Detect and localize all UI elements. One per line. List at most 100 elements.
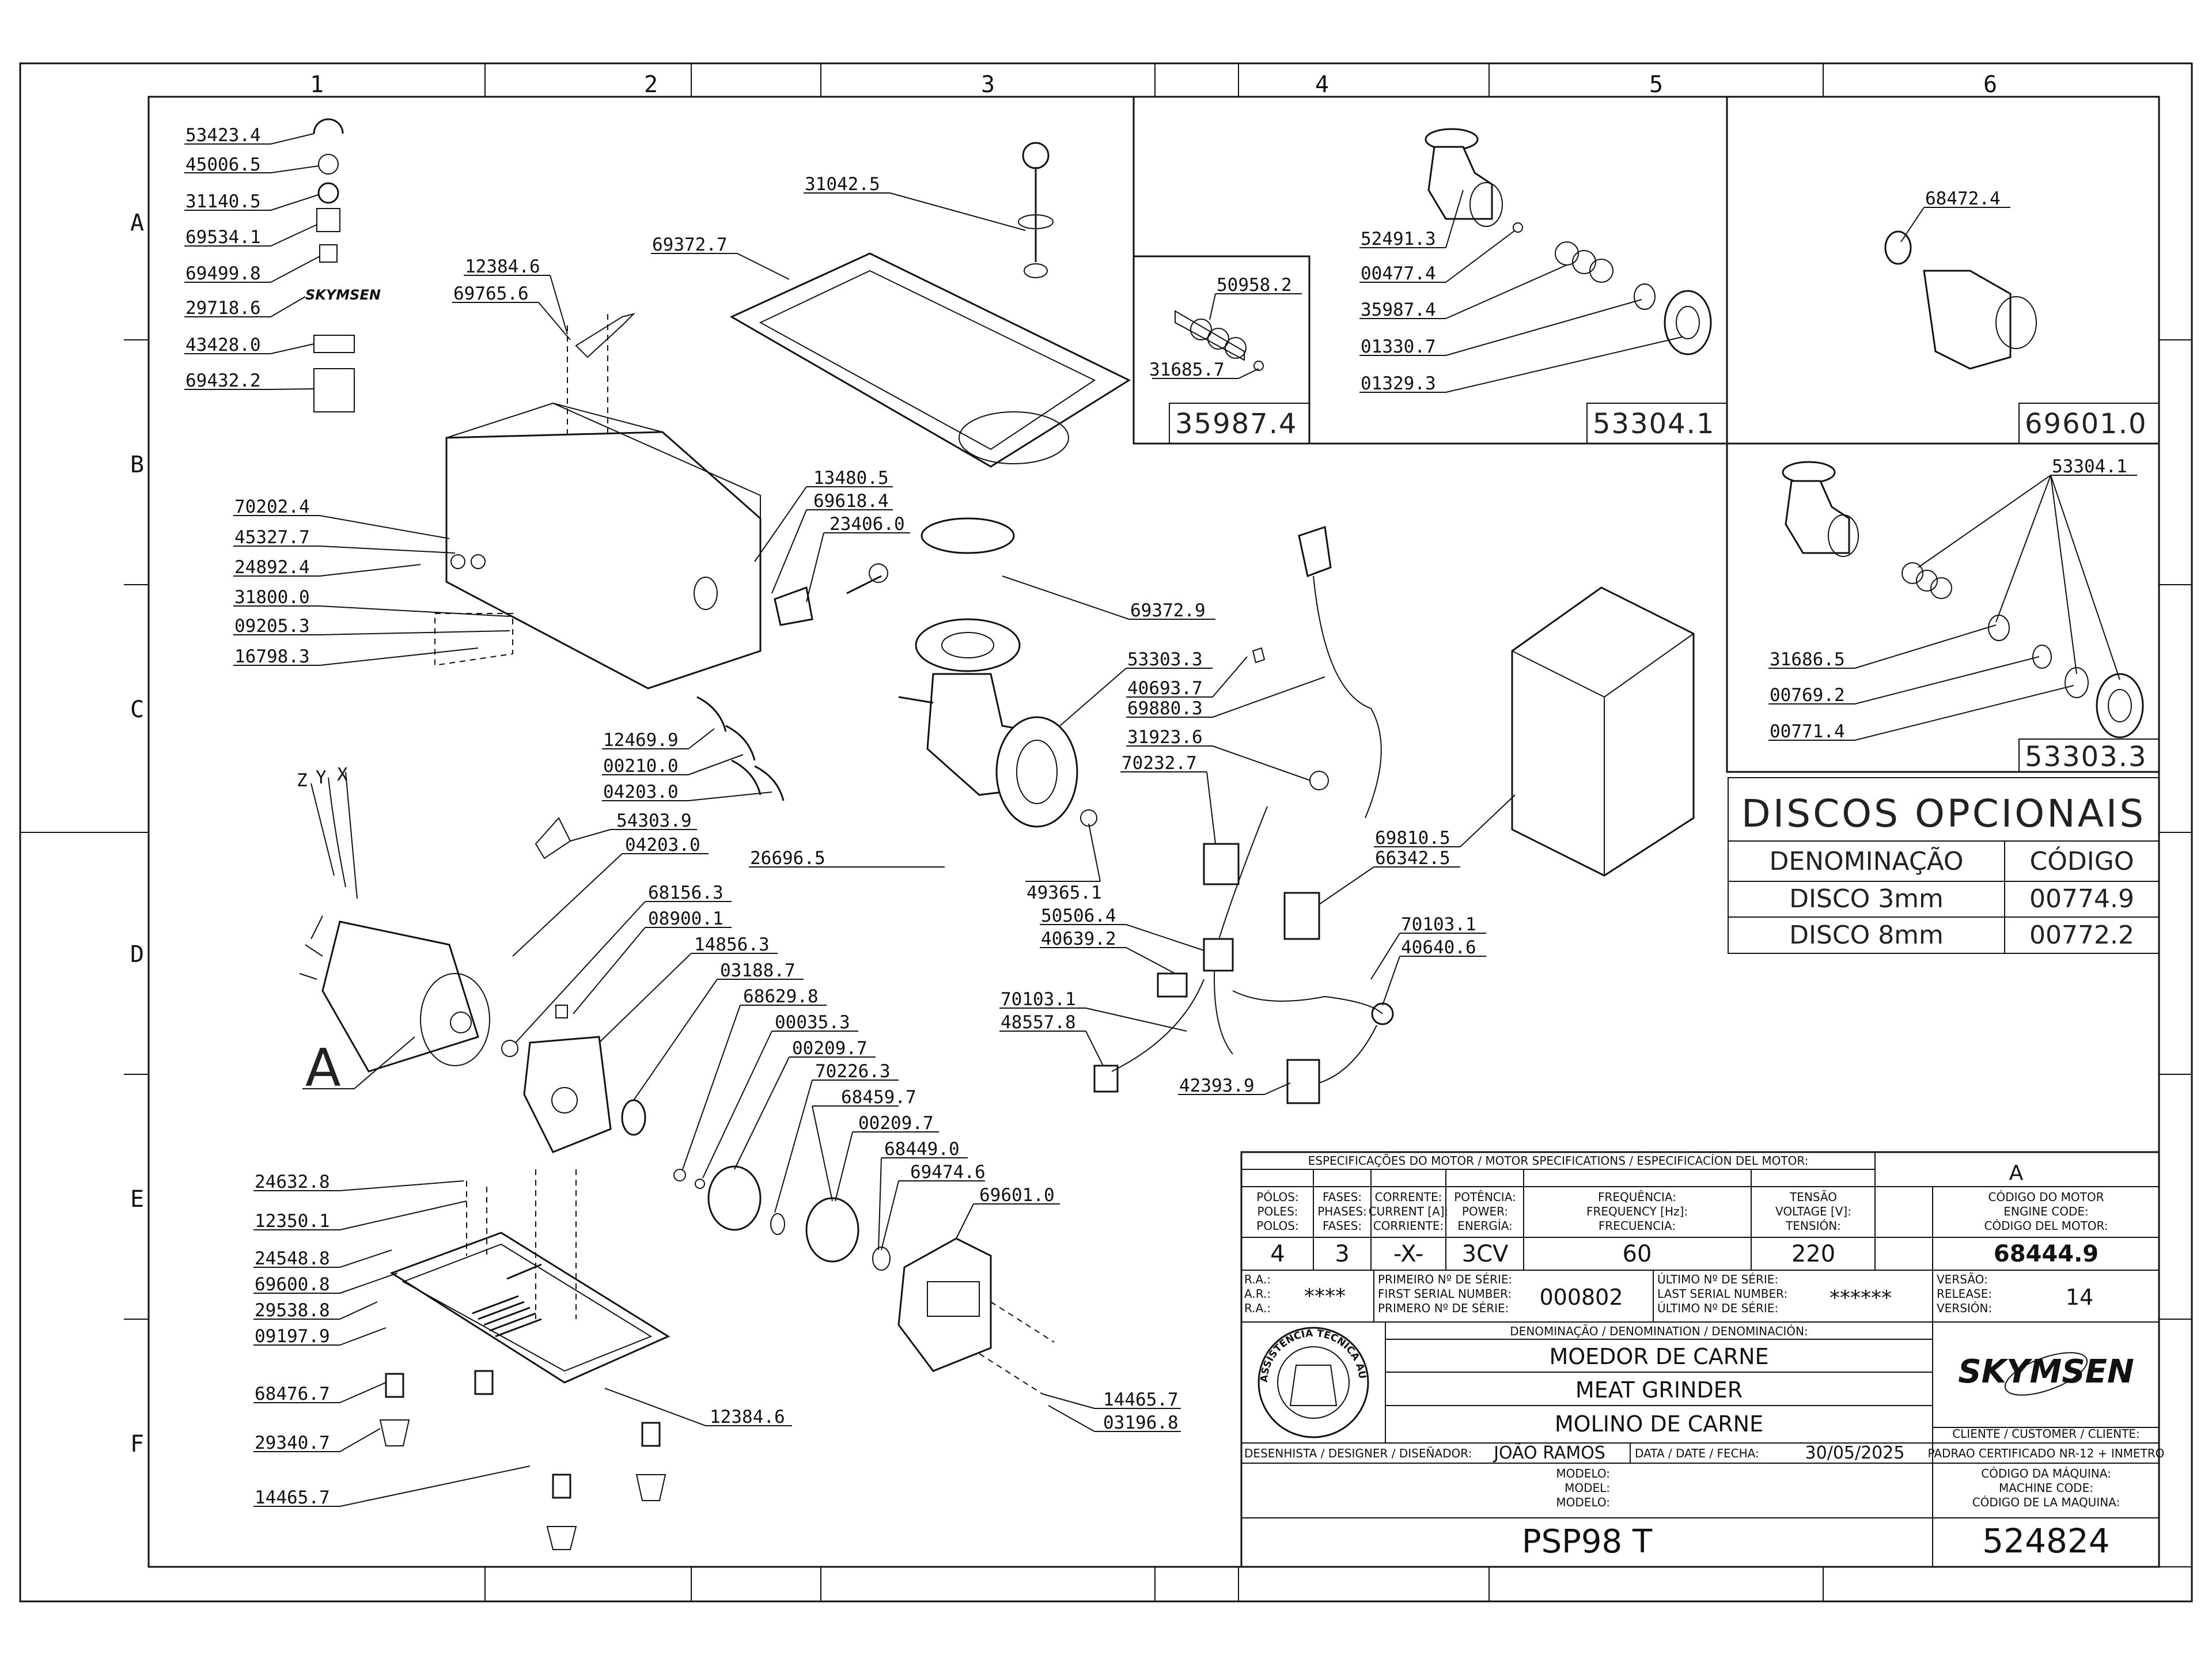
part-number: 09197.9: [255, 1326, 330, 1347]
col-header: FASES:: [1323, 1219, 1362, 1233]
last-serial-label: ÚLTIMO Nº DE SÉRIE:: [1657, 1272, 1778, 1286]
electrical-box: [1511, 586, 1695, 877]
part-number: 24892.4: [234, 557, 310, 578]
part-number: 31686.5: [1770, 649, 1845, 670]
first-serial-label: PRIMEIRO Nº DE SÉRIE:: [1378, 1272, 1512, 1286]
switch-knob: [774, 586, 813, 626]
machine-code: 524824: [1982, 1521, 2109, 1560]
detail-box-53304-1: 53304.1: [1593, 408, 1715, 440]
part-number: 03188.7: [720, 960, 796, 981]
discos-row-code: 00772.2: [2029, 921, 2134, 950]
part-number: 00209.7: [858, 1113, 934, 1134]
part-number: 45006.5: [185, 154, 261, 175]
grid-col-2: 2: [644, 71, 658, 98]
grid-row-c: C: [130, 696, 144, 723]
part-number: 70226.3: [815, 1061, 891, 1082]
motor: [321, 921, 479, 1073]
col-header: VOLTAGE [V]:: [1775, 1205, 1851, 1218]
part-number: 29718.6: [185, 298, 261, 319]
ra-label: A.R.:: [1244, 1287, 1271, 1301]
ra-value: ****: [1304, 1285, 1346, 1308]
release-value: 14: [2066, 1285, 2093, 1310]
grid-row-f: F: [130, 1431, 144, 1457]
part-number: 40693.7: [1127, 678, 1203, 699]
part-number: 01330.7: [1361, 336, 1436, 357]
part-number: 53304.1: [2052, 456, 2127, 477]
gear-cover: [897, 1237, 992, 1372]
motor-voltage: 220: [1791, 1241, 1835, 1267]
relay: [1286, 1059, 1320, 1104]
part-number: 69880.3: [1127, 698, 1203, 719]
col-header: TENSIÓN:: [1785, 1219, 1841, 1233]
part-number: 00769.2: [1770, 685, 1845, 706]
part-number: 14856.3: [694, 934, 770, 955]
part-number: 00477.4: [1361, 263, 1436, 284]
release-label: RELEASE:: [1937, 1287, 1992, 1301]
pinion: [621, 1099, 646, 1136]
part-number: 69474.6: [910, 1162, 986, 1183]
instruction-sticker-icon: [313, 368, 355, 412]
part-number: 31685.7: [1149, 359, 1225, 380]
denomination-header: DENOMINAÇÃO / DENOMINATION / DENOMINACIÓ…: [1510, 1324, 1808, 1338]
part-number: 68459.7: [841, 1087, 916, 1108]
brand-swoosh-icon: [2004, 1352, 2088, 1396]
detail-a-label: A: [305, 1038, 341, 1099]
gear-cover-detail: [1923, 270, 2012, 370]
part-number: 69765.6: [453, 283, 529, 304]
part-number: 00771.4: [1770, 721, 1845, 742]
col-header: FRECUENCIA:: [1599, 1219, 1676, 1233]
discos-header-denominacao: DENOMINAÇÃO: [1769, 846, 1963, 876]
gear-1: [707, 1165, 762, 1231]
hopper-gasket: [915, 618, 1021, 672]
part-number: 00035.3: [775, 1012, 850, 1033]
part-number: 45327.7: [234, 527, 310, 548]
col-header: PHASES:: [1317, 1205, 1367, 1218]
part-number: 31923.6: [1127, 727, 1203, 748]
part-number: 16798.3: [234, 646, 310, 667]
release-label: VERSÃO:: [1937, 1272, 1988, 1286]
motor-frequency: 60: [1623, 1241, 1652, 1267]
grid-col-6: 6: [1983, 71, 1997, 98]
part-number: 69810.5: [1375, 828, 1450, 849]
col-header: ENGINE CODE:: [2003, 1205, 2088, 1218]
hopper-plate: [921, 517, 1015, 554]
part-number: 69499.8: [185, 263, 261, 284]
discos-row-code: 00774.9: [2029, 884, 2134, 914]
pusher: [1022, 142, 1050, 169]
first-serial-value: 000802: [1539, 1285, 1623, 1310]
part-number: 53423.4: [185, 125, 261, 146]
strip-sticker-icon: [313, 335, 355, 353]
name-en: MEAT GRINDER: [1575, 1377, 1743, 1403]
part-number: 23406.0: [830, 514, 905, 535]
connector: [1157, 972, 1188, 998]
discos-table-frame: [1728, 777, 2160, 954]
title-block-frame: [1240, 1151, 2160, 1568]
label-sticker-icon: [319, 244, 338, 263]
part-number: 69601.0: [979, 1185, 1055, 1206]
title-block-text: ESPECIFICAÇÕES DO MOTOR / MOTOR SPECIFIC…: [1244, 1154, 2164, 1560]
grid-labels: 1 2 3 4 5 6 A B C D E F: [130, 71, 1997, 1457]
part-number: 04203.0: [603, 782, 679, 802]
part-number: 69534.1: [185, 227, 261, 248]
designer-label: DESENHISTA / DESIGNER / DISEÑADOR:: [1244, 1446, 1472, 1460]
grid-col-4: 4: [1315, 71, 1329, 98]
foot: [474, 1370, 494, 1395]
part-number: 40640.6: [1401, 937, 1476, 958]
model-label: MODELO:: [1556, 1495, 1610, 1509]
connector: [1093, 1065, 1119, 1093]
motor-current: -X-: [1393, 1241, 1423, 1267]
part-number: 54303.9: [616, 810, 692, 831]
release-label: VERSIÓN:: [1937, 1301, 1992, 1315]
part-number: 69600.8: [255, 1274, 330, 1295]
col-header: TENSÃO: [1789, 1190, 1837, 1204]
power-plug: [1298, 526, 1332, 578]
motor-power: 3CV: [1462, 1241, 1509, 1267]
detail-box-69601-0: 69601.0: [2025, 408, 2147, 440]
part-number: 08900.1: [648, 908, 724, 929]
callout-labels: 53423.4 45006.5 31140.5 69534.1 69499.8 …: [185, 125, 2127, 1508]
leader-lines: [184, 133, 2137, 1507]
ring-nut: [1664, 290, 1712, 355]
designer-name: JOÃO RAMOS: [1493, 1442, 1605, 1463]
revision: A: [2009, 1161, 2024, 1185]
